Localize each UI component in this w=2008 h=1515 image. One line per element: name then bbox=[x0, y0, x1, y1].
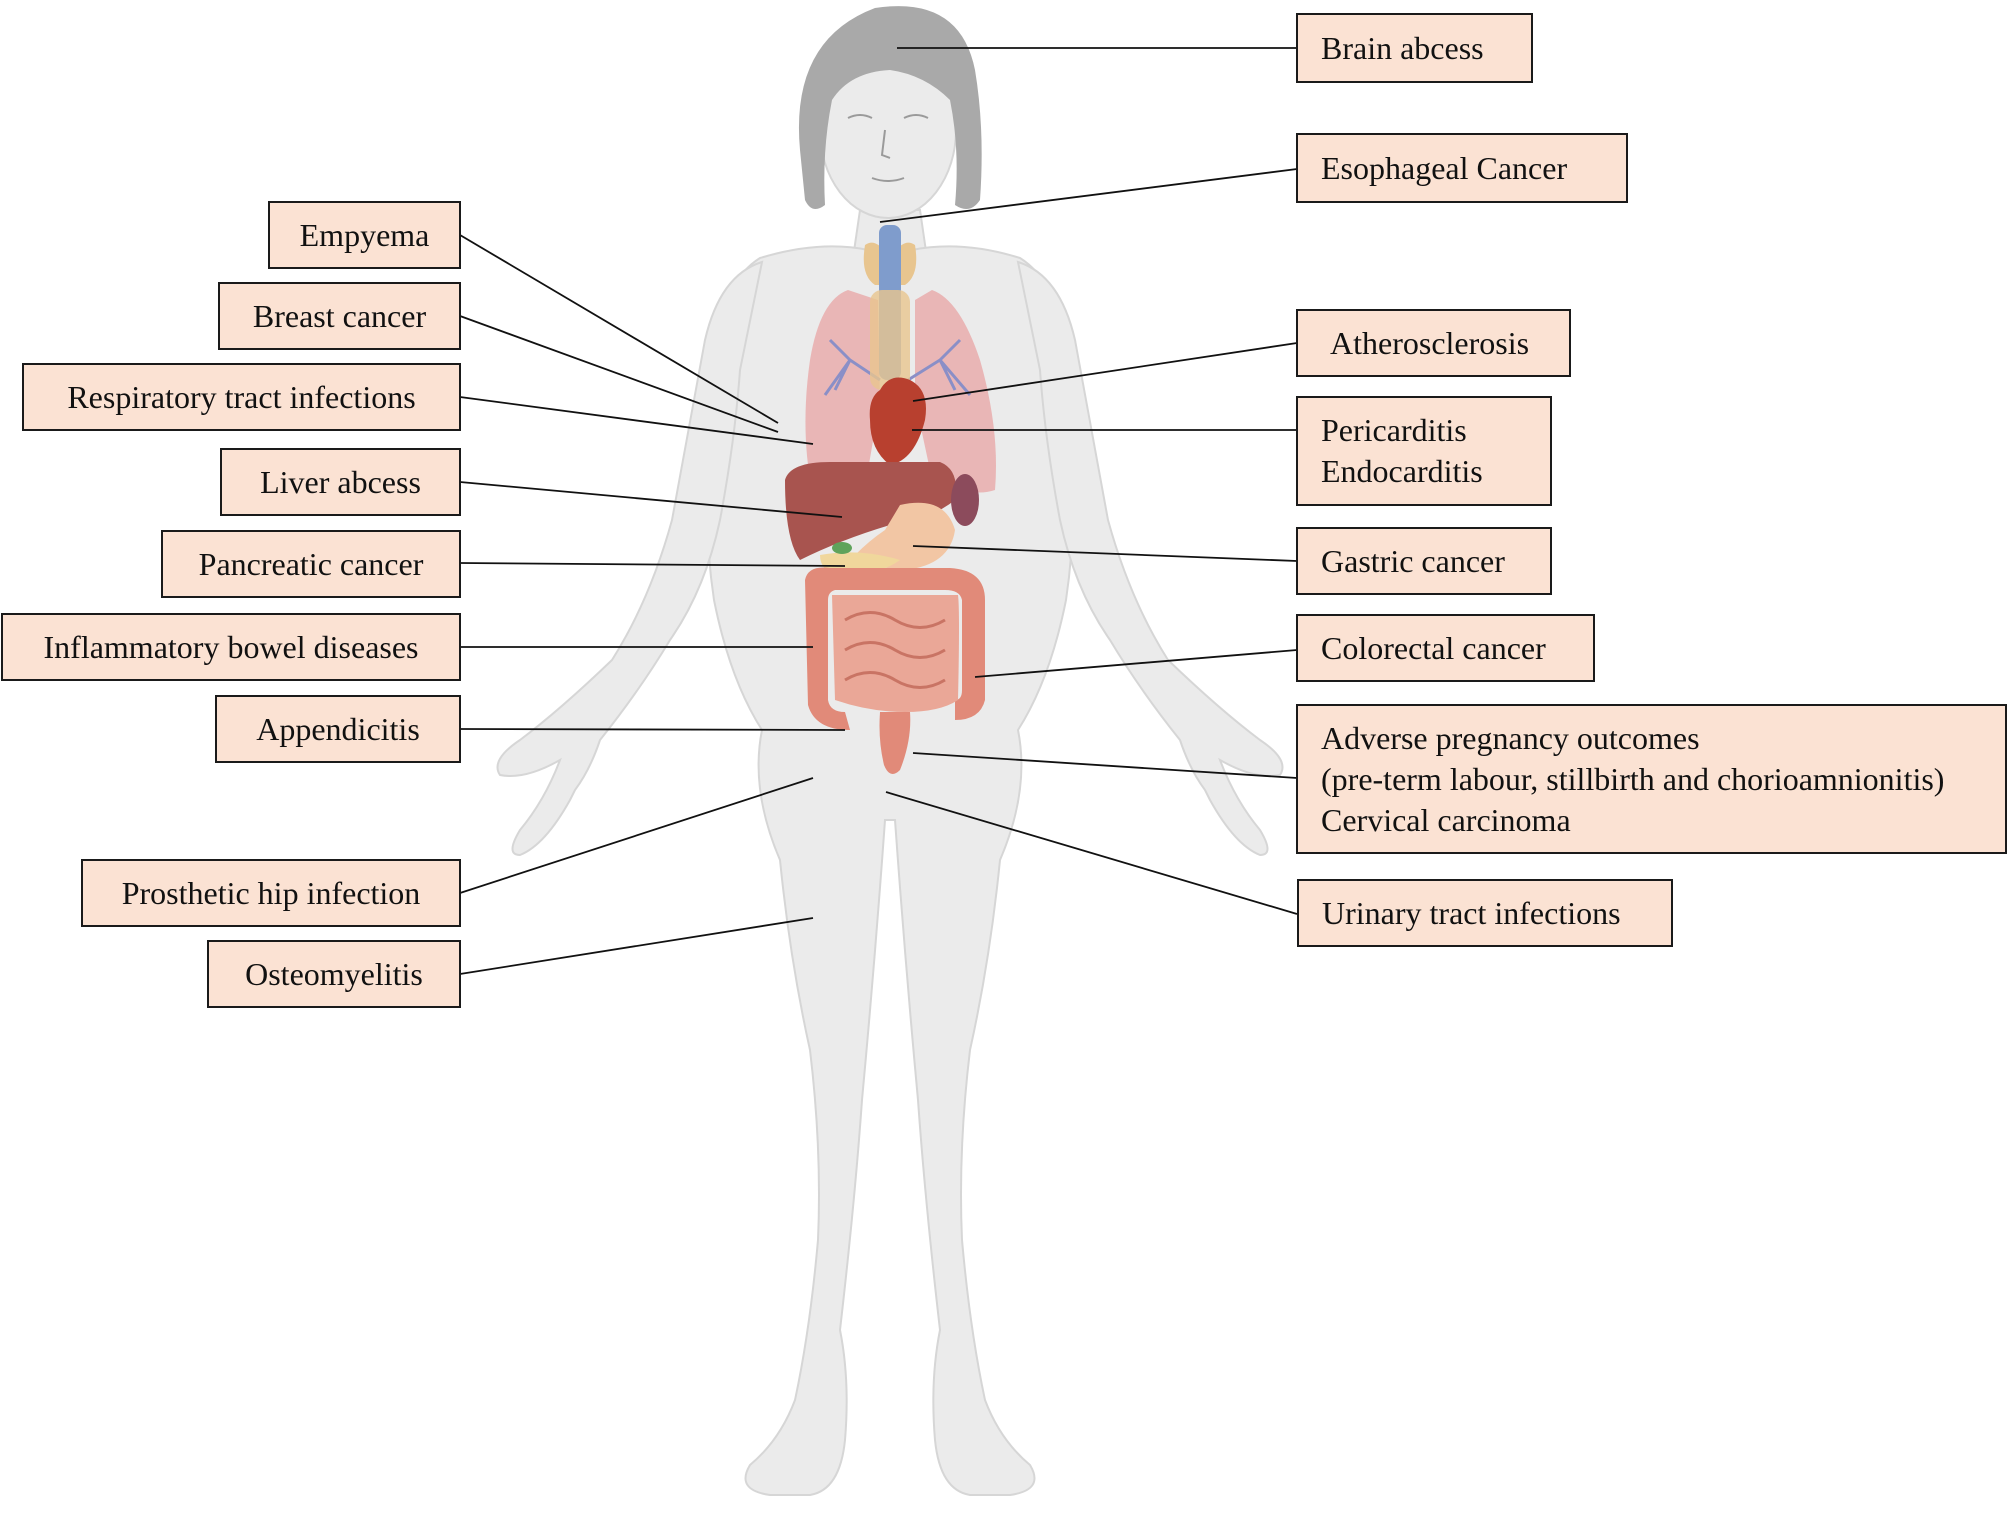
rectum bbox=[879, 712, 911, 774]
organs bbox=[785, 225, 996, 774]
leader-line-respiratory-tract-infections bbox=[459, 396, 814, 445]
label-text: Prosthetic hip infection bbox=[121, 874, 421, 911]
label-colorectal-cancer: Colorectal cancer bbox=[1296, 614, 1595, 682]
label-brain-abcess: Brain abcess bbox=[1296, 13, 1533, 83]
label-adverse-pregnancy-outcomes: Adverse pregnancy outcomes (pre-term lab… bbox=[1296, 704, 2007, 854]
leader-line-empyema bbox=[459, 234, 779, 424]
hair-shape bbox=[798, 6, 982, 210]
leader-line-adverse-pregnancy-outcomes bbox=[912, 752, 1298, 779]
label-text: Esophageal Cancer bbox=[1321, 149, 1568, 186]
large-intestine bbox=[805, 567, 985, 730]
liver bbox=[785, 462, 956, 560]
left-lung bbox=[805, 290, 880, 493]
label-osteomyelitis: Osteomyelitis bbox=[207, 940, 461, 1008]
label-text: Gastric cancer bbox=[1321, 542, 1505, 579]
leader-lines bbox=[459, 47, 1298, 975]
leader-line-prosthetic-hip-infection bbox=[459, 777, 814, 894]
label-text: Inflammatory bowel diseases bbox=[43, 628, 419, 665]
label-text-line-1: Pericarditis bbox=[1321, 412, 1467, 448]
label-text-line-3: Cervical carcinoma bbox=[1321, 801, 1571, 838]
label-pancreatic-cancer: Pancreatic cancer bbox=[161, 530, 461, 598]
label-text: Colorectal cancer bbox=[1321, 629, 1546, 666]
label-gastric-cancer: Gastric cancer bbox=[1296, 527, 1552, 595]
esophagus bbox=[870, 290, 910, 390]
leader-line-gastric-cancer bbox=[912, 545, 1298, 562]
stomach bbox=[855, 502, 955, 570]
label-text-line-2: Endocarditis bbox=[1321, 453, 1483, 489]
leader-line-urinary-tract-infections bbox=[885, 791, 1298, 915]
label-text: Osteomyelitis bbox=[245, 955, 423, 992]
leader-line-osteomyelitis bbox=[459, 917, 814, 975]
leader-line-colorectal-cancer bbox=[974, 649, 1298, 678]
leader-line-atherosclerosis bbox=[912, 342, 1298, 402]
label-esophageal-cancer: Esophageal Cancer bbox=[1296, 133, 1628, 203]
body-silhouette bbox=[496, 41, 1284, 1496]
label-text: Brain abcess bbox=[1321, 29, 1484, 66]
leader-line-esophageal-cancer bbox=[879, 168, 1298, 223]
label-urinary-tract-infections: Urinary tract infections bbox=[1297, 879, 1673, 947]
intestine-folds bbox=[844, 611, 946, 689]
label-breast-cancer: Breast cancer bbox=[218, 282, 461, 350]
leader-line-appendicitis bbox=[459, 728, 846, 731]
label-inflammatory-bowel-diseases: Inflammatory bowel diseases bbox=[1, 613, 461, 681]
label-text: Appendicitis bbox=[256, 710, 420, 747]
leader-line-pancreatic-cancer bbox=[459, 562, 846, 567]
label-respiratory-tract-infections: Respiratory tract infections bbox=[22, 363, 461, 431]
label-prosthetic-hip-infection: Prosthetic hip infection bbox=[81, 859, 461, 927]
right-lung bbox=[915, 290, 996, 493]
label-text-line-1: Adverse pregnancy outcomes bbox=[1321, 719, 1700, 756]
small-intestine bbox=[832, 595, 959, 712]
label-atherosclerosis: Atherosclerosis bbox=[1296, 309, 1571, 377]
label-text: Pancreatic cancer bbox=[198, 545, 424, 582]
label-text-line-2: (pre-term labour, stillbirth and chorioa… bbox=[1321, 760, 1945, 797]
gallbladder bbox=[832, 542, 852, 554]
left-arm-shape bbox=[496, 260, 764, 857]
label-pericarditis-endocarditis: Pericarditis Endocarditis bbox=[1296, 396, 1552, 506]
leader-line-liver-abcess bbox=[459, 481, 843, 518]
label-liver-abcess: Liver abcess bbox=[220, 448, 461, 516]
face-features bbox=[847, 114, 929, 182]
bronchi bbox=[823, 338, 972, 396]
heart bbox=[869, 377, 926, 465]
label-text: Liver abcess bbox=[260, 463, 421, 500]
label-empyema: Empyema bbox=[268, 201, 461, 269]
label-text: Atherosclerosis bbox=[1330, 324, 1530, 361]
right-arm-shape bbox=[1016, 260, 1284, 857]
label-appendicitis: Appendicitis bbox=[215, 695, 461, 763]
label-text: Empyema bbox=[299, 216, 430, 253]
label-text: Breast cancer bbox=[252, 297, 427, 334]
torso-legs-shape bbox=[705, 245, 1075, 1496]
leader-line-breast-cancer bbox=[459, 315, 779, 433]
spleen bbox=[951, 474, 979, 526]
label-text: Respiratory tract infections bbox=[67, 378, 416, 415]
label-text: Urinary tract infections bbox=[1322, 894, 1621, 931]
